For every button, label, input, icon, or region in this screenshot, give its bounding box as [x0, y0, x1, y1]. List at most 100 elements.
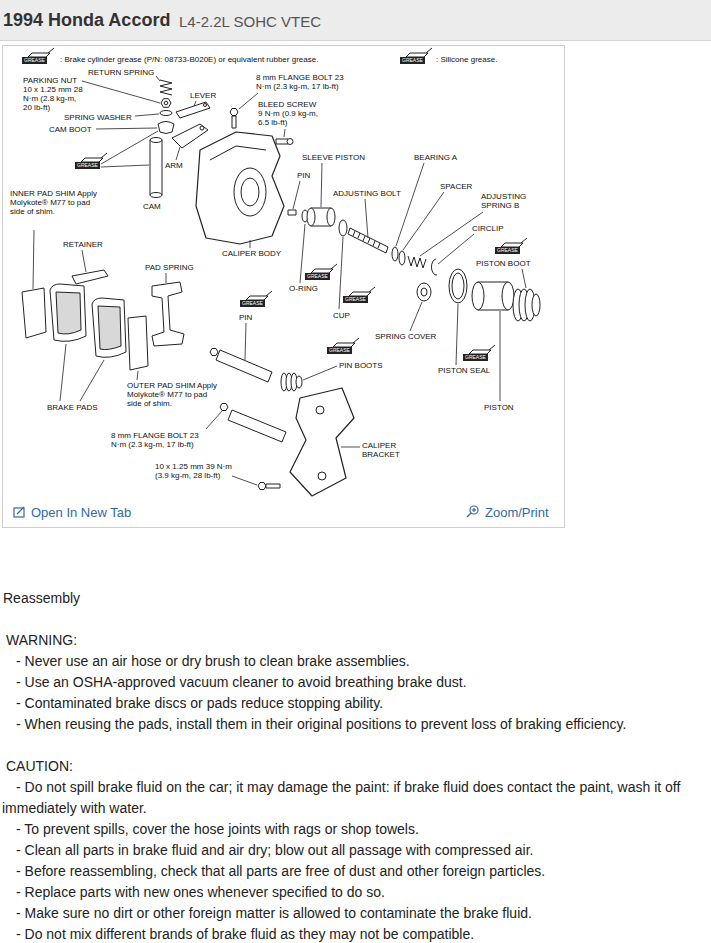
header-band [0, 0, 711, 41]
callout-label: 8 mm FLANGE BOLT 23 N·m (2.3 kg-m, 17 lb… [256, 73, 348, 91]
leader-line [410, 302, 422, 331]
retainer [72, 270, 108, 284]
leader-line [456, 304, 458, 365]
arm [172, 124, 208, 148]
cam-boot [158, 122, 174, 134]
bullet-text: - To prevent spills, cover the hose join… [2, 819, 707, 840]
piston-seal [452, 273, 464, 299]
callout-label: 8 mm FLANGE BOLT 23 N·m (2.3 kg-m, 17 lb… [111, 431, 203, 449]
leader-line [135, 114, 159, 116]
return-spring [160, 80, 172, 95]
illustration [22, 48, 540, 496]
leader-line [137, 371, 138, 380]
grease-symbol-text: GREASE [305, 273, 330, 280]
legend-item: : Silicone grease. [436, 55, 497, 64]
leader-line [365, 199, 368, 238]
callout-label: 10 x 1.25 mm 39 N·m (3.9 kg-m, 28 lb-ft) [155, 462, 235, 480]
brake-pad [98, 306, 121, 350]
callout-label: PIN [297, 171, 310, 180]
callout-label: PISTON [484, 403, 514, 412]
adjusting-spring-b [408, 256, 426, 268]
guide-pin [228, 410, 286, 442]
return-spring [160, 80, 172, 95]
sleeve-piston [307, 208, 335, 226]
leader-line [341, 447, 360, 448]
footer-icons [14, 508, 24, 517]
pin [288, 210, 296, 215]
flange-bolt [232, 116, 236, 128]
leader-line [166, 273, 167, 283]
cam-boot [158, 122, 174, 134]
cup [339, 220, 347, 236]
caliper-bracket [290, 388, 354, 496]
callout-label: OUTER PAD SHIM Apply Molykote® M77 to pa… [127, 381, 223, 408]
grease-brush [28, 48, 527, 354]
bullet-text: - Contaminated brake discs or pads reduc… [2, 693, 707, 714]
leader-line [33, 76, 526, 485]
flange-bolt [230, 109, 238, 116]
arm [200, 126, 204, 130]
footer-icons [467, 513, 471, 517]
spring-washer [160, 111, 172, 116]
bracket-bolt [258, 483, 266, 490]
callout-label: PISTON SEAL [438, 366, 490, 375]
bullet-text: - Make sure no dirt or other foreign mat… [2, 903, 707, 924]
leader-line [101, 165, 149, 167]
grease-symbol-text: GREASE [22, 57, 47, 64]
caliper-bracket [318, 472, 326, 480]
grease-symbol-text: GREASE [75, 162, 100, 169]
leader-line [500, 311, 501, 401]
leader-line [33, 230, 34, 289]
callout-label: SPRING WASHER [64, 113, 132, 122]
callout-label: O-RING [289, 284, 318, 293]
footer-icons [473, 508, 474, 512]
callout-label: PIN BOOTS [339, 361, 383, 370]
grease-symbol-text: GREASE [400, 57, 425, 64]
caliper-body [196, 132, 284, 244]
callout-label: BLEED SCREW 9 N·m (0.9 kg-m, 6.5 lb-ft) [258, 100, 320, 127]
spacer [399, 251, 405, 265]
leader-line [396, 163, 424, 246]
circlip [431, 259, 437, 275]
grease-brush [266, 291, 272, 296]
guide-pin [216, 350, 272, 382]
leader-line [522, 269, 526, 288]
sleeve-piston [327, 208, 335, 226]
leader-line [438, 234, 474, 264]
bracket-bolt [266, 484, 280, 488]
bleed-screw [287, 139, 293, 145]
grease-symbol-text: GREASE [327, 347, 352, 354]
leader-line [250, 240, 251, 248]
leader-line [176, 147, 180, 160]
grease-symbol-text: GREASE [463, 354, 488, 361]
grease-brush [489, 345, 495, 350]
leader-line [321, 163, 322, 207]
bullet-text: - Clean all parts in brake fluid and air… [2, 840, 707, 861]
piston-boot [532, 294, 540, 316]
grease-brush [48, 48, 54, 53]
caliper-bracket [290, 388, 354, 496]
legend-text: : Silicone grease. [436, 55, 497, 64]
guide-pin [216, 350, 286, 442]
cam [150, 140, 162, 195]
callout-label: PISTON BOOT [476, 259, 531, 268]
callout-label: CAM BOOT [49, 125, 92, 134]
bullet-text: - Do not spill brake fluid on the car; i… [2, 777, 707, 819]
adjusting-spring-b [408, 256, 426, 268]
piston-seal [449, 269, 467, 303]
brake-pad [56, 292, 81, 334]
callout-label: RETURN SPRING [88, 68, 154, 77]
bearing-a [392, 247, 398, 261]
callout-label: CUP [333, 311, 350, 320]
pin-boot [281, 373, 302, 391]
piston [472, 282, 484, 310]
caliper-body [234, 168, 266, 216]
grease-symbol-text: GREASE [343, 296, 368, 303]
bracket-bolt [258, 483, 280, 490]
callout-label: LEVER [190, 91, 216, 100]
pin-boot [296, 376, 302, 388]
caliper-bracket [316, 406, 324, 414]
grease-brush [353, 338, 359, 343]
outer-pad-shim [128, 316, 148, 370]
callout-label: PARKING NUT 10 x 1.25 mm 28 N·m (2.8 kg-… [23, 76, 85, 112]
